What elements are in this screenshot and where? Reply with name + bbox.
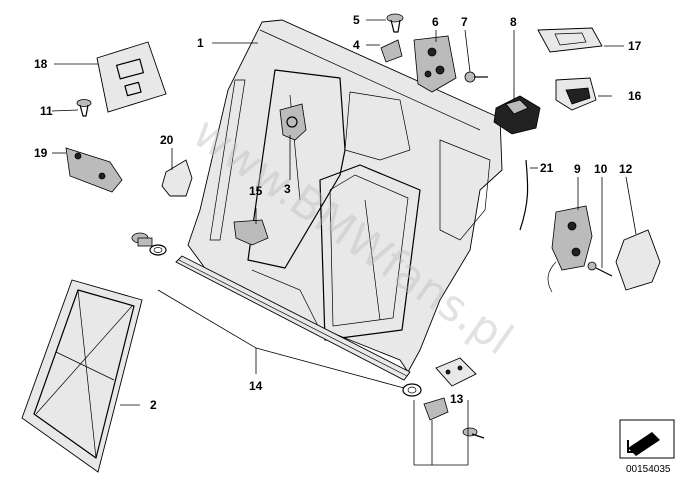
push-clip-11: [76, 99, 92, 117]
callout-17: 17: [628, 39, 642, 53]
seat-latch: [547, 205, 593, 293]
grommet: [380, 39, 403, 63]
callout-14: 14: [249, 379, 263, 393]
callout-8: 8: [510, 15, 517, 29]
bushing-left: [131, 232, 167, 256]
callout-11-12: 12: [619, 162, 633, 176]
screw-7: [464, 71, 488, 83]
callout-2: 2: [150, 398, 157, 412]
clip-bracket: [233, 219, 269, 246]
callout-11: 11: [40, 104, 53, 118]
callout-6: 6: [432, 15, 439, 29]
callout-10: 10: [594, 162, 608, 176]
orientation-icon: [619, 419, 675, 459]
callout-9: 9: [574, 162, 581, 176]
latch-bracket: [279, 103, 307, 141]
trim-panel: [96, 41, 167, 113]
callout-18: 18: [34, 57, 48, 71]
cable-wire: [519, 159, 529, 231]
callout-20: 20: [160, 133, 174, 147]
callout-19: 19: [34, 146, 48, 160]
bearing-set: [402, 357, 485, 439]
callout-1: 1: [197, 36, 204, 50]
seat-back-frame: [187, 19, 503, 373]
push-clip-5: [386, 13, 404, 33]
leader-lines: [51, 19, 637, 466]
callout-16: 16: [628, 89, 642, 103]
load-through-frame: [21, 279, 143, 473]
callout-labels: 1 2 3 4 5 6 7 8 9 10 12 11 13 14 15 16 1…: [34, 13, 642, 412]
release-handle: [555, 77, 597, 111]
hook-plate: [161, 159, 193, 197]
callout-7: 7: [461, 15, 468, 29]
callout-15: 15: [249, 184, 263, 198]
callout-13: 13: [450, 392, 464, 406]
lock-assembly: [493, 95, 541, 135]
hinge-bracket: [413, 35, 457, 93]
cover-cap: [537, 27, 603, 53]
cross-tube: [175, 255, 411, 381]
bolt-10: [587, 261, 613, 277]
callout-3: 3: [284, 182, 291, 196]
callout-21: 21: [540, 161, 554, 175]
diagram-code: 00154035: [626, 464, 671, 475]
latch-cover: [615, 229, 661, 291]
callout-5: 5: [353, 13, 360, 27]
callout-4: 4: [353, 38, 360, 52]
strike-bracket: [65, 147, 123, 193]
